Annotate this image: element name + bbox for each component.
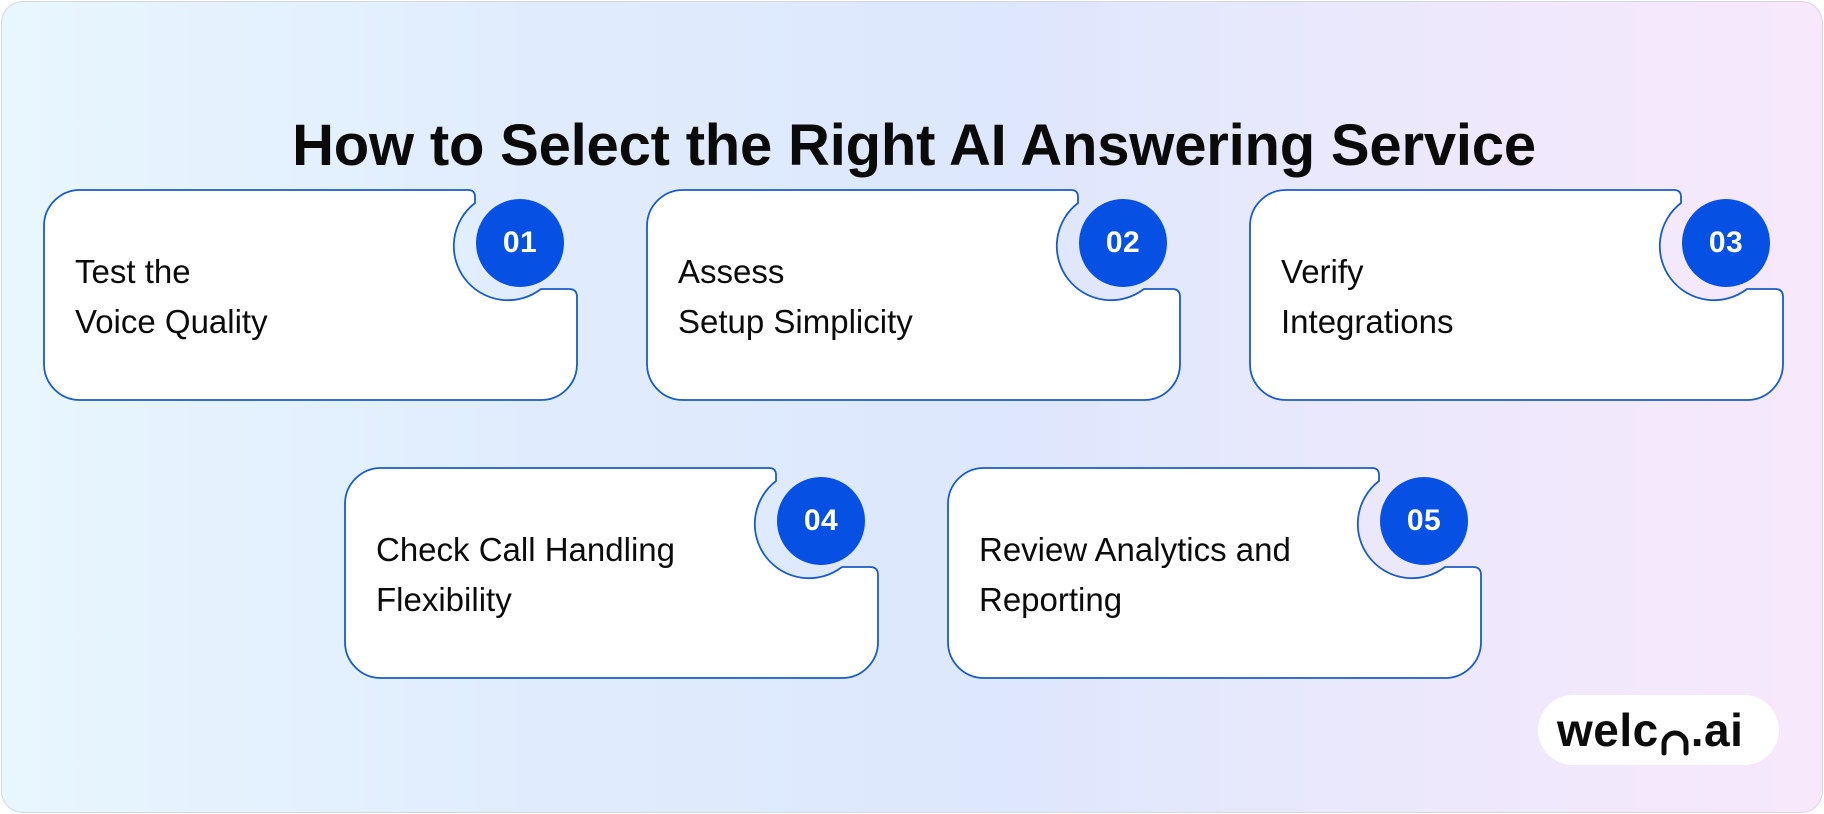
brand-logo: welc .ai	[1538, 695, 1779, 765]
card-outline	[43, 189, 578, 401]
step-label: Check Call Handling Flexibility	[376, 531, 675, 618]
step-label: Verify Integrations	[1281, 253, 1454, 340]
step-card-02: 02 Assess Setup Simplicity	[646, 189, 1181, 401]
brand-logo-wordmark: welc .ai	[1557, 704, 1743, 756]
step-number-badge: 04	[777, 477, 865, 565]
page-title: How to Select the Right AI Answering Ser…	[292, 112, 1536, 178]
card-outline	[947, 467, 1482, 679]
headset-icon	[1660, 717, 1690, 756]
card-outline	[646, 189, 1181, 401]
logo-text-suffix: .ai	[1690, 704, 1744, 756]
step-card-03: 03 Verify Integrations	[1249, 189, 1784, 401]
step-card-01: 01 Test the Voice Quality	[43, 189, 578, 401]
card-outline	[1249, 189, 1784, 401]
step-number-badge: 03	[1682, 199, 1770, 287]
step-card-05: 05 Review Analytics and Reporting	[947, 467, 1482, 679]
step-label: Assess Setup Simplicity	[678, 253, 913, 340]
step-label: Review Analytics and Reporting	[979, 531, 1291, 618]
step-number-badge: 01	[476, 199, 564, 287]
step-number-badge: 05	[1380, 477, 1468, 565]
step-label: Test the Voice Quality	[75, 253, 268, 340]
step-card-04: 04 Check Call Handling Flexibility	[344, 467, 879, 679]
step-number-badge: 02	[1079, 199, 1167, 287]
card-outline	[344, 467, 879, 679]
logo-text-prefix: welc	[1557, 704, 1659, 756]
